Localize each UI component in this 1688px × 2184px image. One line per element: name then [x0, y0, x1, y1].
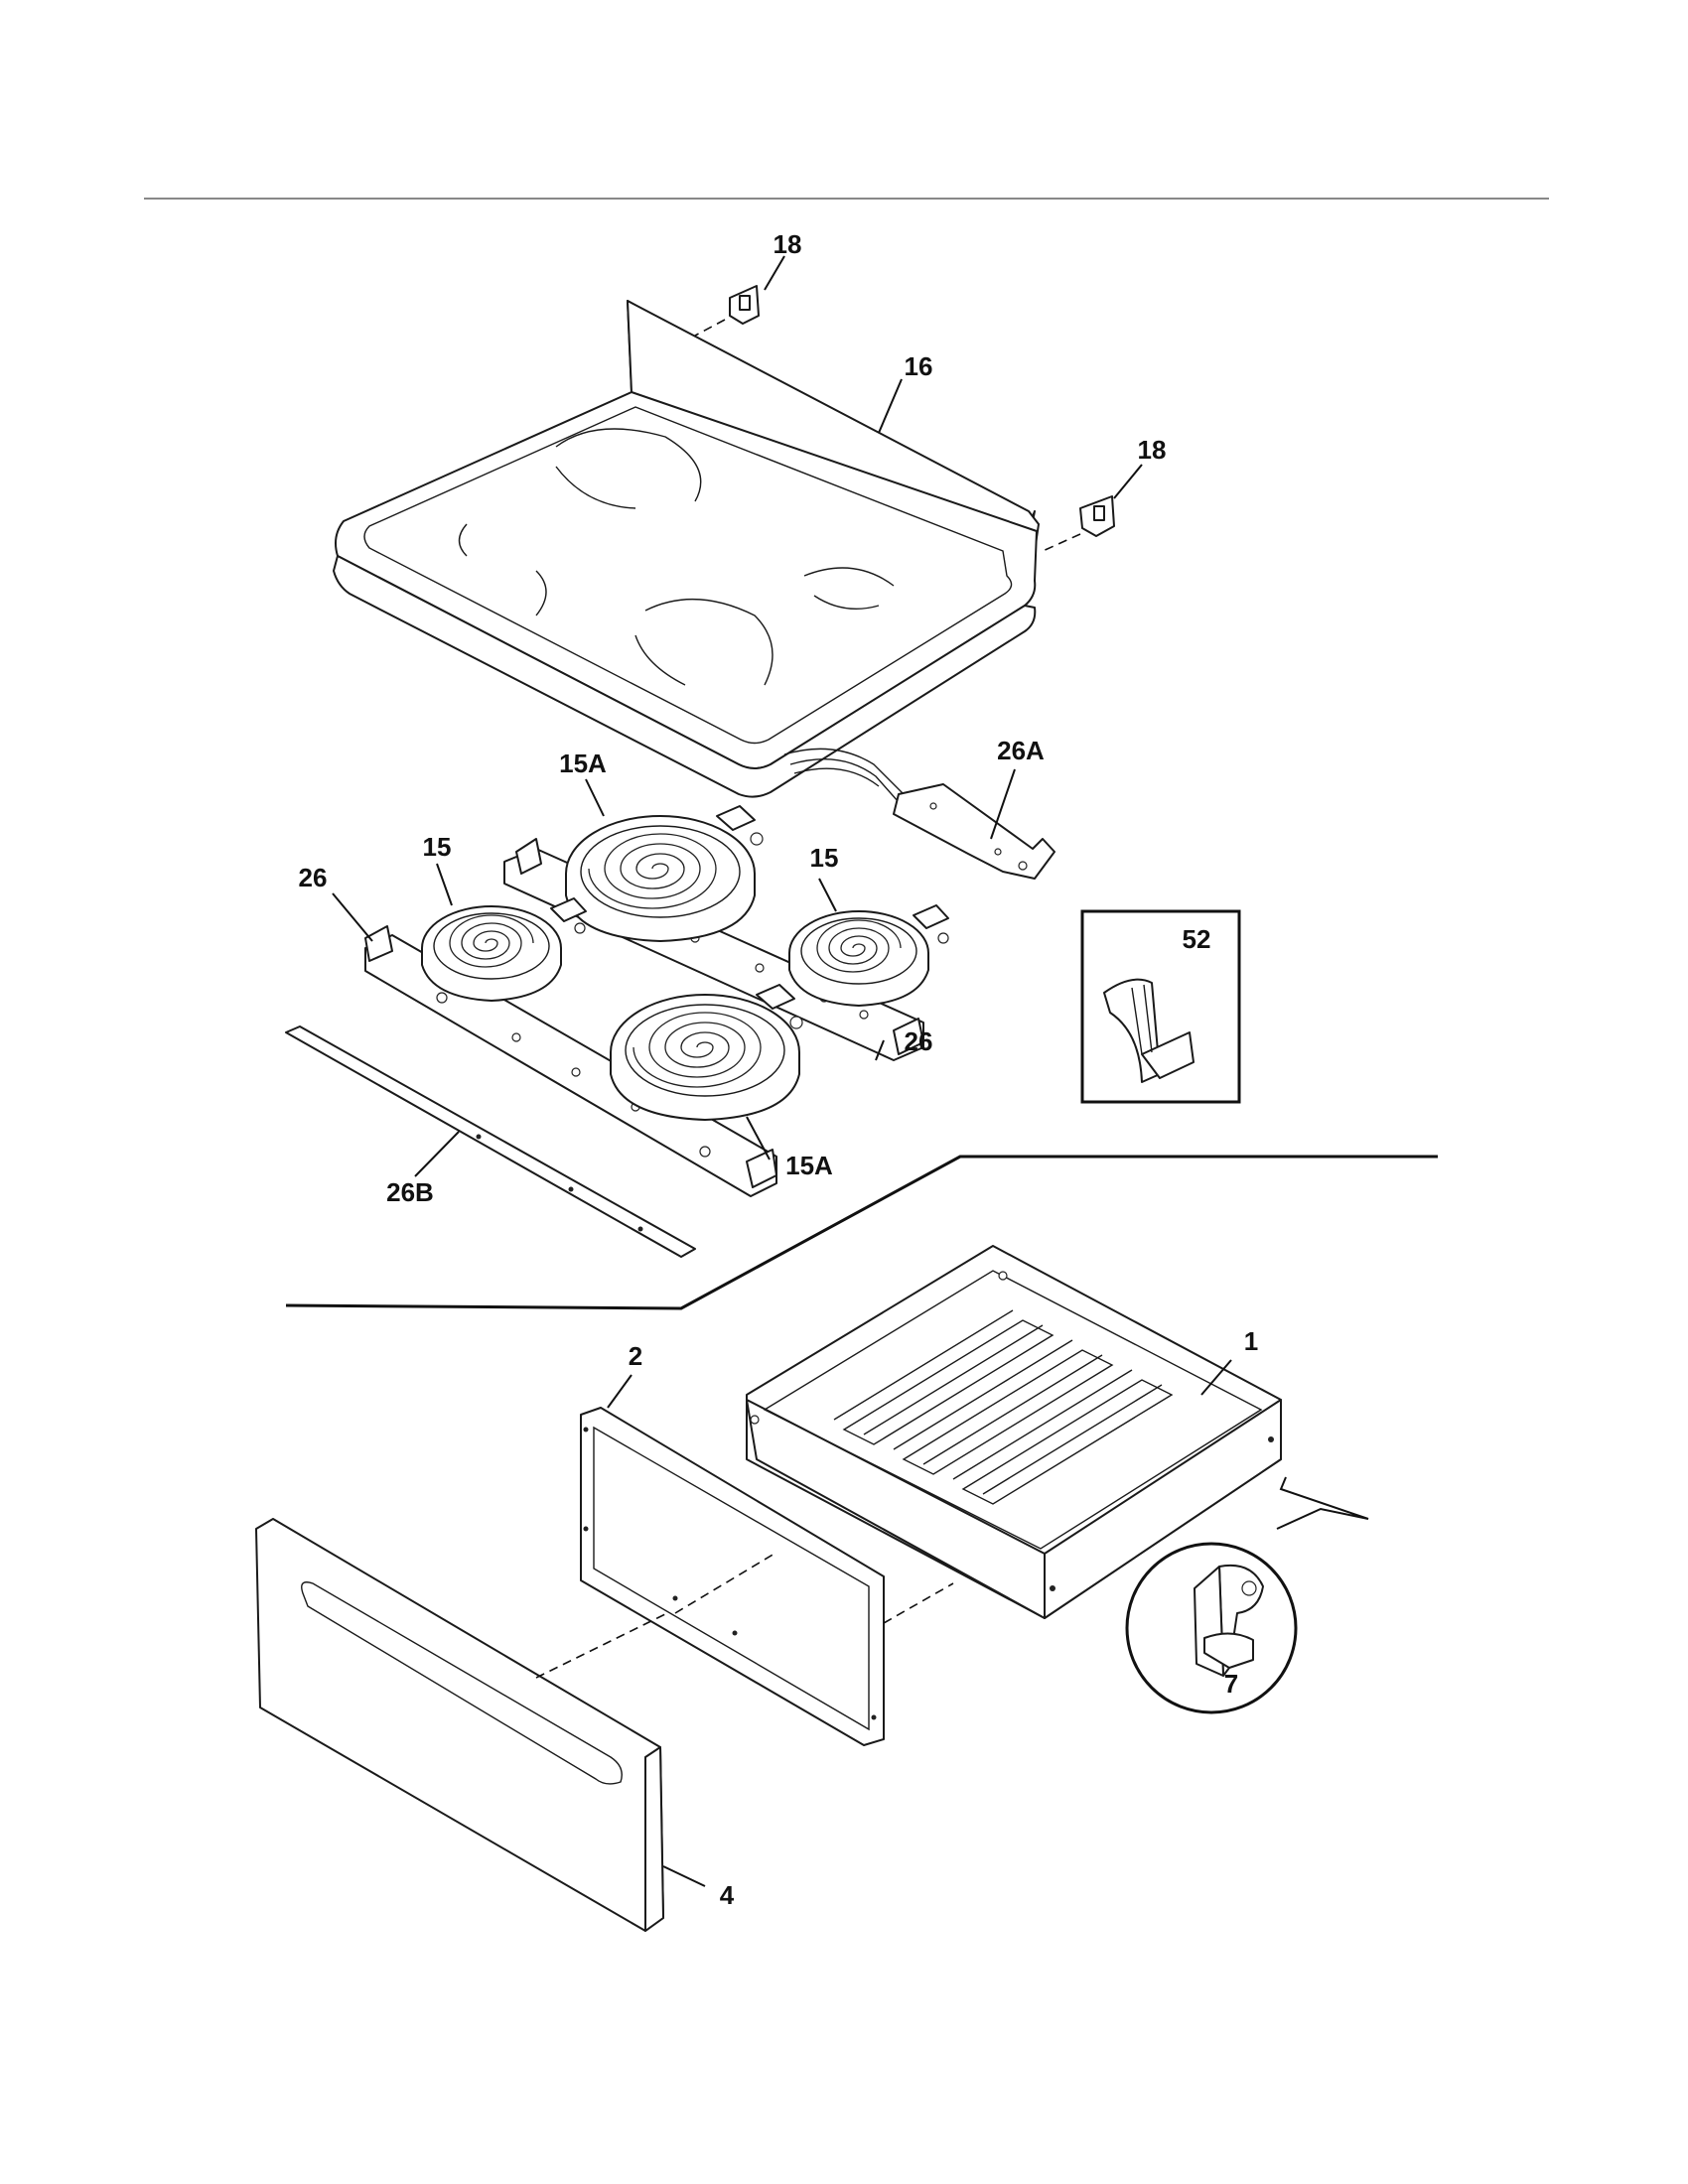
callout-15a-top: 15A [559, 749, 607, 778]
part-15-element-left[interactable] [421, 897, 587, 1002]
part-16-cooktop[interactable] [333, 300, 1040, 803]
callout-15a-bottom: 15A [785, 1151, 833, 1180]
callout-26-right: 26 [905, 1026, 933, 1056]
part-52-inset[interactable] [1080, 909, 1241, 1104]
part-7-detail[interactable] [1125, 1476, 1369, 1714]
part-26b-strip[interactable] [285, 1025, 696, 1258]
section-divider [285, 1155, 1438, 1310]
part-15a-element-rear[interactable] [565, 805, 764, 942]
callout-26-left: 26 [299, 863, 328, 892]
callout-2: 2 [629, 1341, 642, 1371]
part-1-drawer-box[interactable] [746, 1245, 1282, 1619]
part-18-bracket-top[interactable] [694, 285, 760, 337]
assembly-line-front-to-frame [535, 1612, 668, 1679]
callout-52: 52 [1183, 924, 1211, 954]
assembly-line-box-lower [883, 1582, 954, 1624]
callout-26b: 26B [386, 1177, 434, 1207]
callout-7: 7 [1224, 1669, 1238, 1699]
callout-18-top: 18 [774, 229, 802, 259]
callout-15-left: 15 [423, 832, 452, 862]
callout-26a: 26A [997, 736, 1045, 765]
callout-1: 1 [1244, 1326, 1258, 1356]
callout-18-right: 18 [1138, 435, 1167, 465]
assembly-line-frame-to-box [674, 1553, 775, 1614]
part-2-drawer-frame[interactable] [580, 1407, 885, 1746]
part-26a-terminal-plate[interactable] [893, 783, 1055, 880]
part-26-rail-front[interactable] [364, 925, 777, 1197]
callout-16: 16 [905, 351, 933, 381]
part-15a-element-front[interactable] [610, 984, 803, 1121]
leader-lines [332, 255, 1232, 1887]
callout-4: 4 [720, 1880, 735, 1910]
part-18-bracket-right[interactable] [1040, 495, 1115, 553]
callout-15-right: 15 [810, 843, 839, 873]
part-4-drawer-front[interactable] [255, 1518, 664, 1932]
part-15-element-right[interactable] [788, 904, 949, 1007]
